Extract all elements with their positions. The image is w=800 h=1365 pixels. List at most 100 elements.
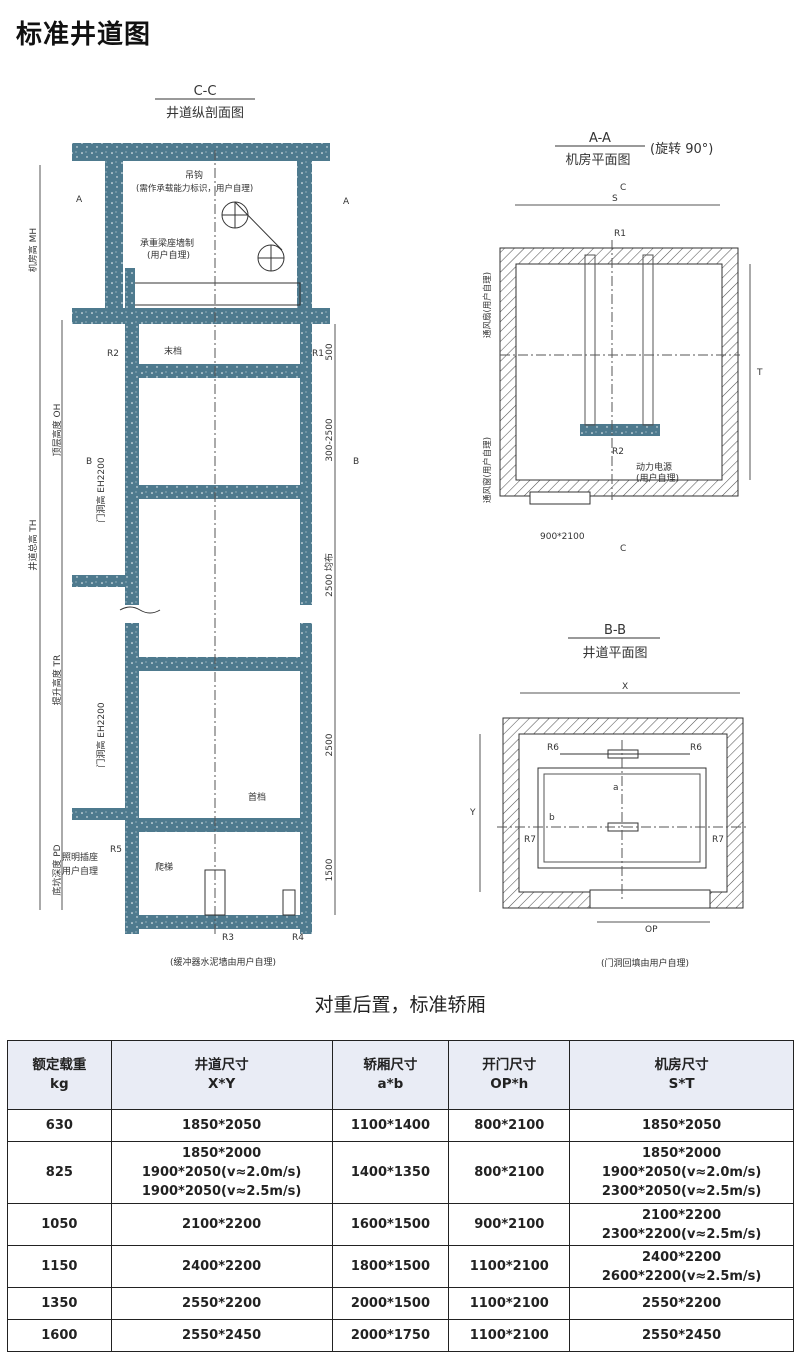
header-text: 井道尺寸 [194, 1057, 249, 1073]
cc-th: 井道总高 TH [27, 519, 39, 570]
table-cell: 2100*2200 [110, 1203, 333, 1246]
cc-dim2500b: 2500 [325, 733, 335, 756]
cell-text: 1600 [41, 1328, 78, 1343]
aa-t: T [756, 368, 763, 378]
cell-text: 2600*2200(v≈2.5m/s) [601, 1268, 762, 1284]
header-text: 机房尺寸 [654, 1057, 709, 1073]
cc-bottom-stop: 首档 [248, 791, 266, 803]
cell-text: 1900*2050(v≈2.0m/s) [141, 1165, 302, 1180]
cc-oh: 顶层高度 OH [51, 404, 63, 457]
cc-mh: 机房高 MH [27, 228, 39, 272]
shaft-drawings: C-C 井道纵剖面图 吊钩 (需作承载能力标识，用户自理) 承重梁座墙制 (用户… [27, 84, 763, 969]
bb-a: a [613, 783, 619, 793]
table-cell: 1100*1400 [331, 1109, 450, 1142]
table-cell: 1150 [7, 1245, 112, 1288]
table-cell: 1850*2050 [569, 1109, 794, 1142]
cell-text: 1850*2000 [182, 1146, 262, 1161]
cc-hook: 吊钩 [185, 169, 203, 181]
table-cell: 1850*2050 [110, 1109, 333, 1142]
table-cell: 2000*1750 [331, 1319, 450, 1352]
cc-r5: R5 [110, 845, 122, 855]
table-cell: 1600*1500 [331, 1203, 450, 1246]
table-cell: 2000*1500 [331, 1287, 450, 1320]
header-text: kg [50, 1076, 69, 1092]
cell-text: 1100*2100 [469, 1296, 549, 1311]
table-cell: 2550*2450 [110, 1319, 333, 1352]
cc-buffer-note: (缓冲器水泥墙由用户自理) [170, 956, 276, 968]
cell-text: 1850*2050 [642, 1118, 722, 1133]
header-text: 开门尺寸 [482, 1057, 537, 1073]
bb-code: B-B [604, 623, 626, 638]
aa-c-bottom: C [620, 544, 626, 554]
cc-r2: R2 [107, 349, 119, 359]
table-cell: 1100*2100 [448, 1287, 571, 1320]
table-cell: 1600 [7, 1319, 112, 1352]
cc-ladder: 爬梯 [155, 861, 173, 873]
header-text: a*b [377, 1076, 404, 1092]
aa-s: S [612, 194, 618, 204]
cc-r3: R3 [222, 933, 234, 943]
cc-cut-a-right: A [343, 197, 350, 207]
cc-light: 照明插座 [62, 851, 98, 863]
table-cell: 630 [7, 1109, 112, 1142]
cell-text: 1100*1400 [350, 1118, 431, 1133]
cc-top-stop: 末档 [164, 345, 182, 357]
cell-text: 2550*2450 [642, 1328, 722, 1343]
cell-text: 2550*2450 [182, 1328, 262, 1343]
cell-text: 2300*2200(v≈2.5m/s) [601, 1226, 762, 1242]
cell-text: 2550*2200 [642, 1296, 722, 1311]
cc-beam: 承重梁座墙制 [140, 237, 194, 249]
cell-text: 1150 [41, 1259, 78, 1274]
table-caption: 对重后置，标准轿厢 [314, 994, 486, 1016]
table-cell: 825 [7, 1141, 112, 1204]
table-cell: 800*2100 [448, 1141, 571, 1204]
cell-text: 1900*2050(v≈2.0m/s) [601, 1165, 762, 1180]
cell-text: 800*2100 [474, 1118, 545, 1133]
bb-r6-left: R6 [547, 743, 559, 753]
table-cell: 1050 [7, 1203, 112, 1246]
section-cc: C-C 井道纵剖面图 吊钩 (需作承载能力标识，用户自理) 承重梁座墙制 (用户… [27, 84, 359, 968]
table-cell: 1400*1350 [331, 1141, 450, 1204]
cc-door2: 门洞高 EH2200 [95, 702, 107, 767]
cc-tr: 提升高度 TR [51, 655, 63, 706]
cc-dim1500: 1500 [325, 858, 335, 881]
column-header: 开门尺寸 OP*h [448, 1040, 571, 1110]
aa-door: 900*2100 [540, 532, 585, 542]
cell-text: 1050 [41, 1217, 78, 1232]
cc-door1: 门洞高 EH2200 [95, 457, 107, 522]
header-text: S*T [668, 1076, 695, 1092]
header-text: OP*h [490, 1076, 529, 1092]
table-cell: 2550*2200 [110, 1287, 333, 1320]
cell-text: 1900*2050(v≈2.5m/s) [141, 1184, 302, 1199]
bb-op: OP [645, 925, 658, 935]
table-row: 825 1850*2000 1900*2050(v≈2.0m/s) 1900*2050… [7, 1141, 794, 1204]
cc-code: C-C [194, 84, 217, 99]
aa-vent2: 通风窗(用户自理) [482, 437, 493, 503]
cell-text: 800*2100 [474, 1165, 545, 1180]
cell-text: 2100*2200 [642, 1207, 722, 1223]
cc-dim2500a: 2500 均布 [323, 553, 335, 597]
cell-text: 2000*1750 [350, 1328, 431, 1343]
aa-power: 动力电源 [636, 461, 672, 473]
table-cell: 1350 [7, 1287, 112, 1320]
cc-dim500: 500 [325, 343, 335, 360]
table-cell: 2400*2200 [110, 1245, 333, 1288]
page-title: 标准井道图 [16, 20, 152, 50]
aa-r2: R2 [612, 447, 624, 457]
section-bb: B-B 井道平面图 X Y a b OP R6 R6 R7 R7 (门洞回填由用… [469, 623, 748, 969]
aa-rotation: (旋转 90°) [650, 142, 713, 157]
section-aa: A-A 机房平面图 (旋转 90°) S C T R1 R2 通风扇(用户自理)… [482, 131, 763, 554]
cc-beam-note: (用户自理) [147, 249, 190, 261]
cc-pd: 底坑深度 PD [51, 844, 63, 895]
table-cell: 2550*2450 [569, 1319, 794, 1352]
cc-cut-a-left: A [76, 195, 83, 205]
bb-b: b [549, 813, 555, 823]
cell-text: 825 [45, 1165, 73, 1180]
table-cell: 1100*2100 [448, 1245, 571, 1288]
